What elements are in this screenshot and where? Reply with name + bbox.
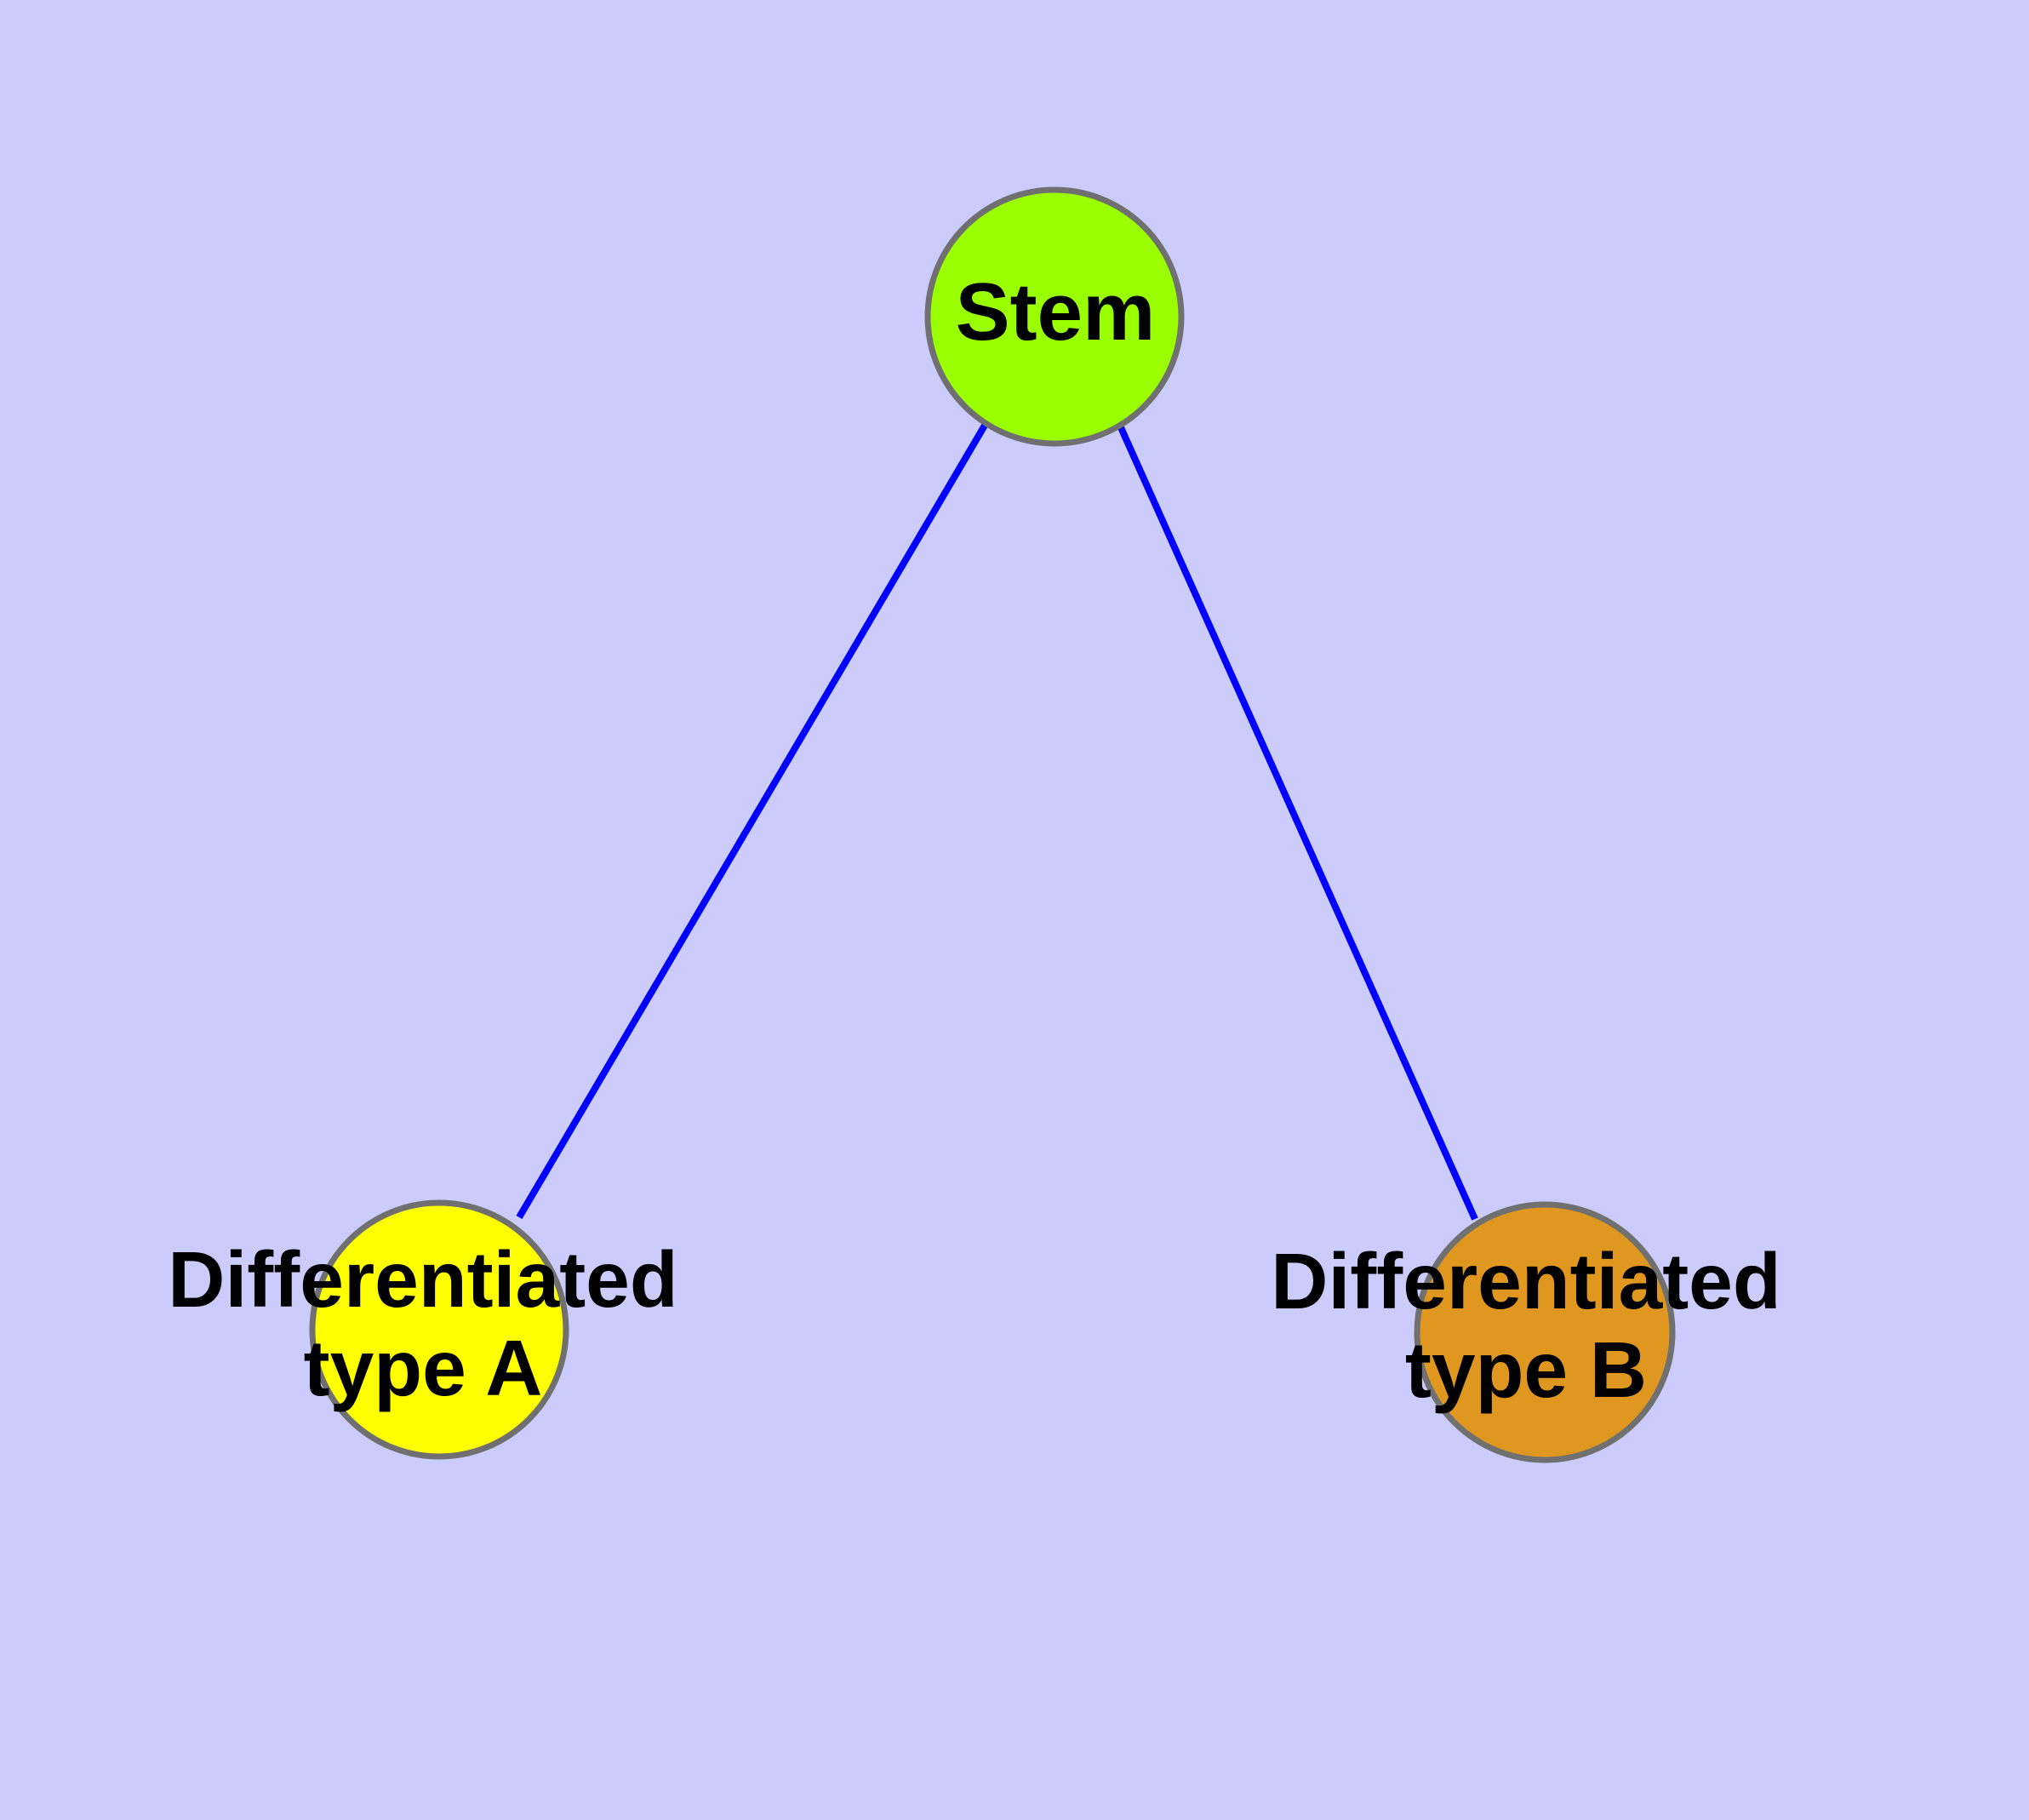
node-differentiated-type-a-circle[interactable] — [309, 1199, 569, 1460]
node-stem-circle[interactable] — [924, 186, 1185, 447]
node-stem[interactable]: Stem — [924, 186, 1185, 447]
edge-stem-to-differentiated-type-b[interactable] — [1117, 424, 1478, 1221]
edge-stem-to-differentiated-type-a[interactable] — [516, 421, 989, 1220]
node-stem-label: Stem — [956, 266, 1156, 358]
node-differentiated-type-b-circle[interactable] — [1414, 1201, 1676, 1463]
edges-layer — [516, 421, 1478, 1221]
